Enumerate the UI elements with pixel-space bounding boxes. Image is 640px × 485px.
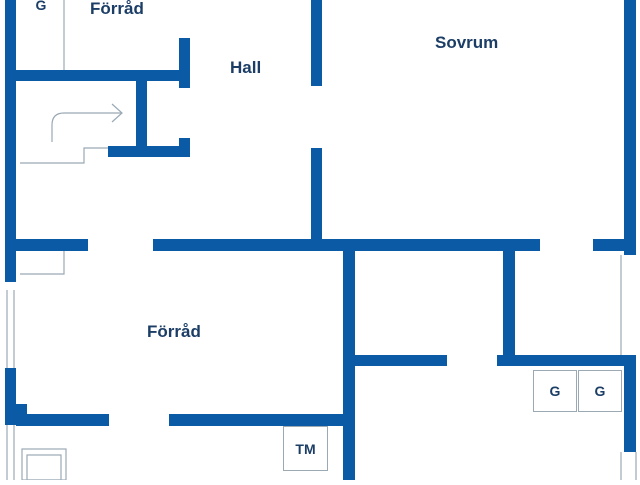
wall-closet-bottom-left — [355, 355, 447, 366]
wall-forrad-right — [343, 251, 355, 480]
room-label-forrad-main: Förråd — [147, 322, 201, 341]
fixture-g-top: G — [25, 0, 57, 18]
wall-left-stub — [5, 404, 27, 416]
wall-right-upper — [624, 0, 636, 255]
wall-main-right — [593, 239, 624, 251]
wall-left-mid — [5, 368, 16, 425]
walls — [5, 0, 636, 480]
wall-closet-bottom-right — [497, 355, 624, 366]
wall-main-left — [16, 239, 88, 251]
wall-main-center — [153, 239, 540, 251]
room-label-sovrum: Sovrum — [435, 33, 499, 52]
wall-bottom-left — [16, 414, 109, 426]
wall-stair-cap — [179, 138, 190, 157]
wall-bottom-right — [169, 414, 343, 426]
wall-closet-vertical — [503, 251, 515, 358]
wall-sovrum-lower — [311, 148, 322, 245]
wall-left-upper — [5, 0, 16, 282]
wall-stair-bottom — [108, 146, 190, 157]
room-label-hall: Hall — [230, 58, 262, 77]
room-label-forrad-top: Förråd — [90, 0, 144, 18]
wall-hall-stub — [179, 38, 190, 88]
fixture-g-right-1: G — [533, 370, 577, 412]
fixture-g-right-2: G — [578, 370, 622, 412]
wall-stair-vertical — [136, 81, 147, 157]
wall-forrad-top-bottom — [16, 70, 188, 81]
wall-sovrum-upper — [311, 0, 322, 86]
wall-right-lower — [624, 355, 636, 452]
fixture-tm: TM — [283, 426, 328, 471]
